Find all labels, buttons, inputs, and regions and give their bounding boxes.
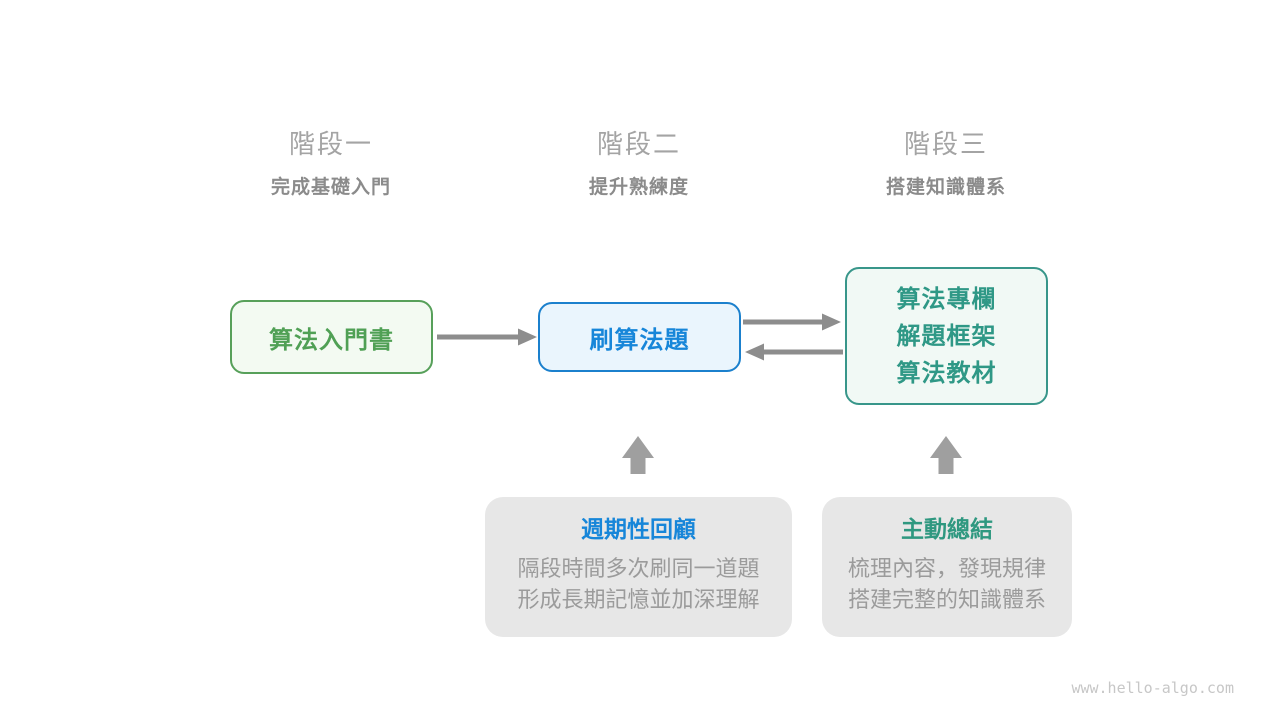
callout-line: 搭建完整的知識體系: [847, 587, 1046, 612]
callout-line: 形成長期記憶並加深理解: [517, 587, 760, 612]
node-label: 解題框架: [896, 322, 997, 350]
stage-header-2: 階段二 提升熟練度: [489, 128, 789, 200]
node-intro-book: 算法入門書: [230, 300, 433, 374]
node-label: 算法專欄: [896, 285, 997, 313]
stage-title: 階段二: [596, 129, 681, 159]
stage-title: 階段三: [903, 129, 988, 159]
arrow-up-summary-icon: [930, 436, 962, 474]
node-label: 算法入門書: [269, 326, 394, 354]
stage-subtitle: 提升熟練度: [588, 177, 689, 198]
stage-subtitle: 完成基礎入門: [270, 177, 391, 198]
callout-periodic-review: 週期性回顧 隔段時間多次刷同一道題 形成長期記憶並加深理解: [485, 497, 792, 637]
callout-line: 隔段時間多次刷同一道題: [517, 556, 760, 581]
arrow-resources-to-practice-icon: [745, 343, 843, 361]
stage-subtitle: 搭建知識體系: [885, 177, 1006, 198]
node-practice: 刷算法題: [538, 302, 741, 372]
node-label: 刷算法題: [589, 326, 690, 354]
node-advanced-resources: 算法專欄 解題框架 算法教材: [845, 267, 1048, 405]
arrow-practice-to-resources-icon: [743, 313, 841, 331]
arrow-up-review-icon: [622, 436, 654, 474]
watermark: www.hello-algo.com: [1071, 679, 1234, 697]
callout-active-summary: 主動總結 梳理內容，發現規律 搭建完整的知識體系: [822, 497, 1072, 637]
callout-line: 梳理內容，發現規律: [847, 556, 1046, 581]
node-label: 算法教材: [896, 359, 997, 387]
stage-header-1: 階段一 完成基礎入門: [181, 128, 481, 200]
stage-header-3: 階段三 搭建知識體系: [796, 128, 1096, 200]
stage-title: 階段一: [288, 129, 373, 159]
callout-title: 週期性回顧: [581, 516, 696, 542]
callout-title: 主動總結: [901, 516, 993, 542]
arrow-book-to-practice-icon: [437, 328, 537, 346]
